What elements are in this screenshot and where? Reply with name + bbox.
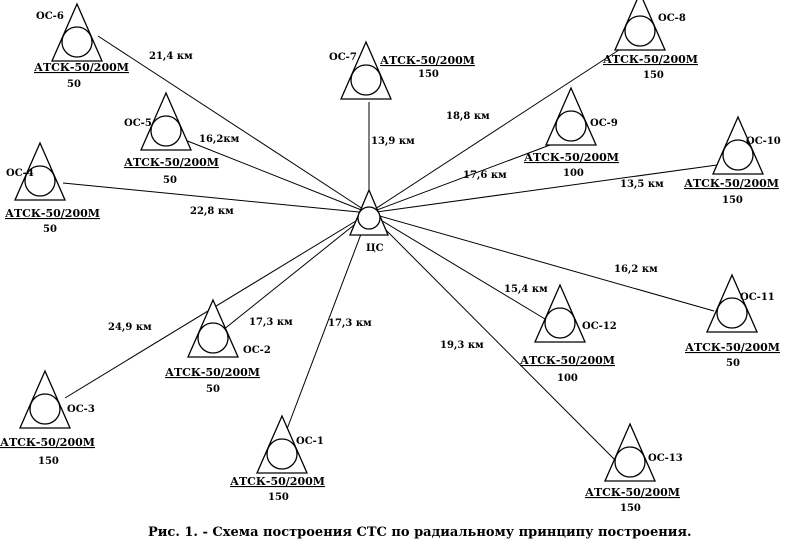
distance-label-os-13: 19,3 км bbox=[440, 340, 484, 351]
station-label: ОС-6 bbox=[36, 11, 64, 22]
link-line-os-2 bbox=[222, 212, 370, 331]
link-line-os-8 bbox=[368, 45, 626, 214]
station-capacity-label: 100 bbox=[563, 168, 584, 179]
distance-label-os-5: 16,2км bbox=[199, 134, 240, 145]
station-os-7: ОС-7 АТСК-50/200М 150 bbox=[329, 40, 475, 100]
station-label: ОС-9 bbox=[590, 118, 618, 129]
station-label: ОС-11 bbox=[740, 292, 775, 303]
station-type-label: АТСК-50/200М bbox=[124, 156, 219, 169]
station-capacity-label: 50 bbox=[163, 175, 177, 186]
station-label: ОС-7 bbox=[329, 52, 357, 63]
distance-label-os-6: 21,4 км bbox=[149, 51, 193, 62]
station-capacity-label: 150 bbox=[643, 70, 664, 81]
station-type-label: АТСК-50/200М bbox=[524, 151, 619, 164]
distance-label-os-1: 17,3 км bbox=[328, 318, 372, 329]
link-line-os-4 bbox=[62, 182, 370, 214]
station-circle-icon bbox=[24, 165, 56, 197]
distance-label-os-10: 13,5 км bbox=[620, 179, 664, 190]
distance-label-os-8: 18,8 км bbox=[446, 111, 490, 122]
distance-label-os-2: 17,3 км bbox=[249, 317, 293, 328]
figure-caption: Рис. 1. - Схема построения СТС по радиал… bbox=[148, 525, 692, 540]
station-capacity-label: 50 bbox=[726, 358, 740, 369]
station-type-label: АТСК-50/200М bbox=[685, 341, 780, 354]
central-station-label: ЦС bbox=[366, 243, 384, 254]
station-capacity-label: 50 bbox=[67, 79, 81, 90]
station-circle-icon bbox=[624, 15, 656, 47]
distance-label-os-11: 16,2 км bbox=[614, 264, 658, 275]
link-line-os-3 bbox=[64, 212, 370, 399]
link-line-os-10 bbox=[368, 164, 718, 214]
station-circle-icon bbox=[197, 322, 229, 354]
station-type-label: АТСК-50/200М bbox=[165, 366, 260, 379]
distance-labels-layer: 17,3 км 17,3 км 24,9 км 22,8 км 16,2км 21,4 к… bbox=[108, 51, 664, 351]
station-capacity-label: 50 bbox=[206, 384, 220, 395]
station-circle-icon bbox=[29, 393, 61, 425]
station-type-label: АТСК-50/200М bbox=[0, 436, 95, 449]
station-label: ОС-4 bbox=[6, 168, 34, 179]
link-line-os-9 bbox=[368, 144, 551, 214]
link-line-os-1 bbox=[286, 212, 370, 430]
station-type-label: АТСК-50/200М bbox=[34, 61, 129, 74]
station-circle-icon bbox=[614, 446, 646, 478]
station-capacity-label: 150 bbox=[268, 492, 289, 503]
station-capacity-label: 150 bbox=[620, 503, 641, 514]
station-circle-icon bbox=[61, 26, 93, 58]
station-label: ОС-10 bbox=[746, 136, 781, 147]
link-line-os-11 bbox=[368, 212, 715, 312]
station-capacity-label: 150 bbox=[418, 69, 439, 80]
nodes-layer: ОС-1АТСК-50/200М150ОС-2АТСК-50/200М50ОС-… bbox=[0, 0, 781, 514]
station-type-label: АТСК-50/200М bbox=[5, 207, 100, 220]
station-type-label: АТСК-50/200М bbox=[684, 177, 779, 190]
station-type-label: АТСК-50/200М bbox=[520, 354, 615, 367]
station-capacity-label: 150 bbox=[38, 456, 59, 467]
distance-label-os-3: 24,9 км bbox=[108, 322, 152, 333]
station-circle-icon bbox=[350, 64, 382, 96]
station-label: ОС-3 bbox=[67, 404, 95, 415]
station-label: ОС-1 bbox=[296, 436, 324, 447]
links-layer bbox=[62, 35, 718, 461]
station-label: ОС-12 bbox=[582, 321, 617, 332]
station-type-label: АТСК-50/200М bbox=[585, 486, 680, 499]
station-type-label: АТСК-50/200М bbox=[603, 53, 698, 66]
station-type-label: АТСК-50/200М bbox=[380, 54, 475, 67]
distance-label-os-12: 15,4 км bbox=[504, 284, 548, 295]
distance-label-os-7: 13,9 км bbox=[371, 136, 415, 147]
station-capacity-label: 50 bbox=[43, 224, 57, 235]
station-circle-icon bbox=[150, 115, 182, 147]
station-label: ОС-2 bbox=[243, 345, 271, 356]
station-label: ОС-13 bbox=[648, 453, 683, 464]
link-line-os-6 bbox=[97, 35, 370, 214]
station-circle-icon bbox=[716, 297, 748, 329]
distance-label-os-4: 22,8 км bbox=[190, 206, 234, 217]
central-station-circle-icon bbox=[357, 206, 381, 230]
central-station: ЦС bbox=[349, 188, 389, 254]
station-capacity-label: 100 bbox=[557, 373, 578, 384]
station-type-label: АТСК-50/200М bbox=[230, 475, 325, 488]
station-capacity-label: 150 bbox=[722, 195, 743, 206]
link-line-os-5 bbox=[184, 139, 370, 214]
station-circle-icon bbox=[544, 307, 576, 339]
link-line-os-12 bbox=[368, 212, 546, 320]
link-line-os-13 bbox=[368, 212, 616, 461]
station-circle-icon bbox=[266, 438, 298, 470]
station-label: ОС-5 bbox=[124, 118, 152, 129]
station-label: ОС-8 bbox=[658, 13, 686, 24]
station-circle-icon bbox=[555, 110, 587, 142]
station-circle-icon bbox=[722, 139, 754, 171]
distance-label-os-9: 17,6 км bbox=[463, 170, 507, 181]
